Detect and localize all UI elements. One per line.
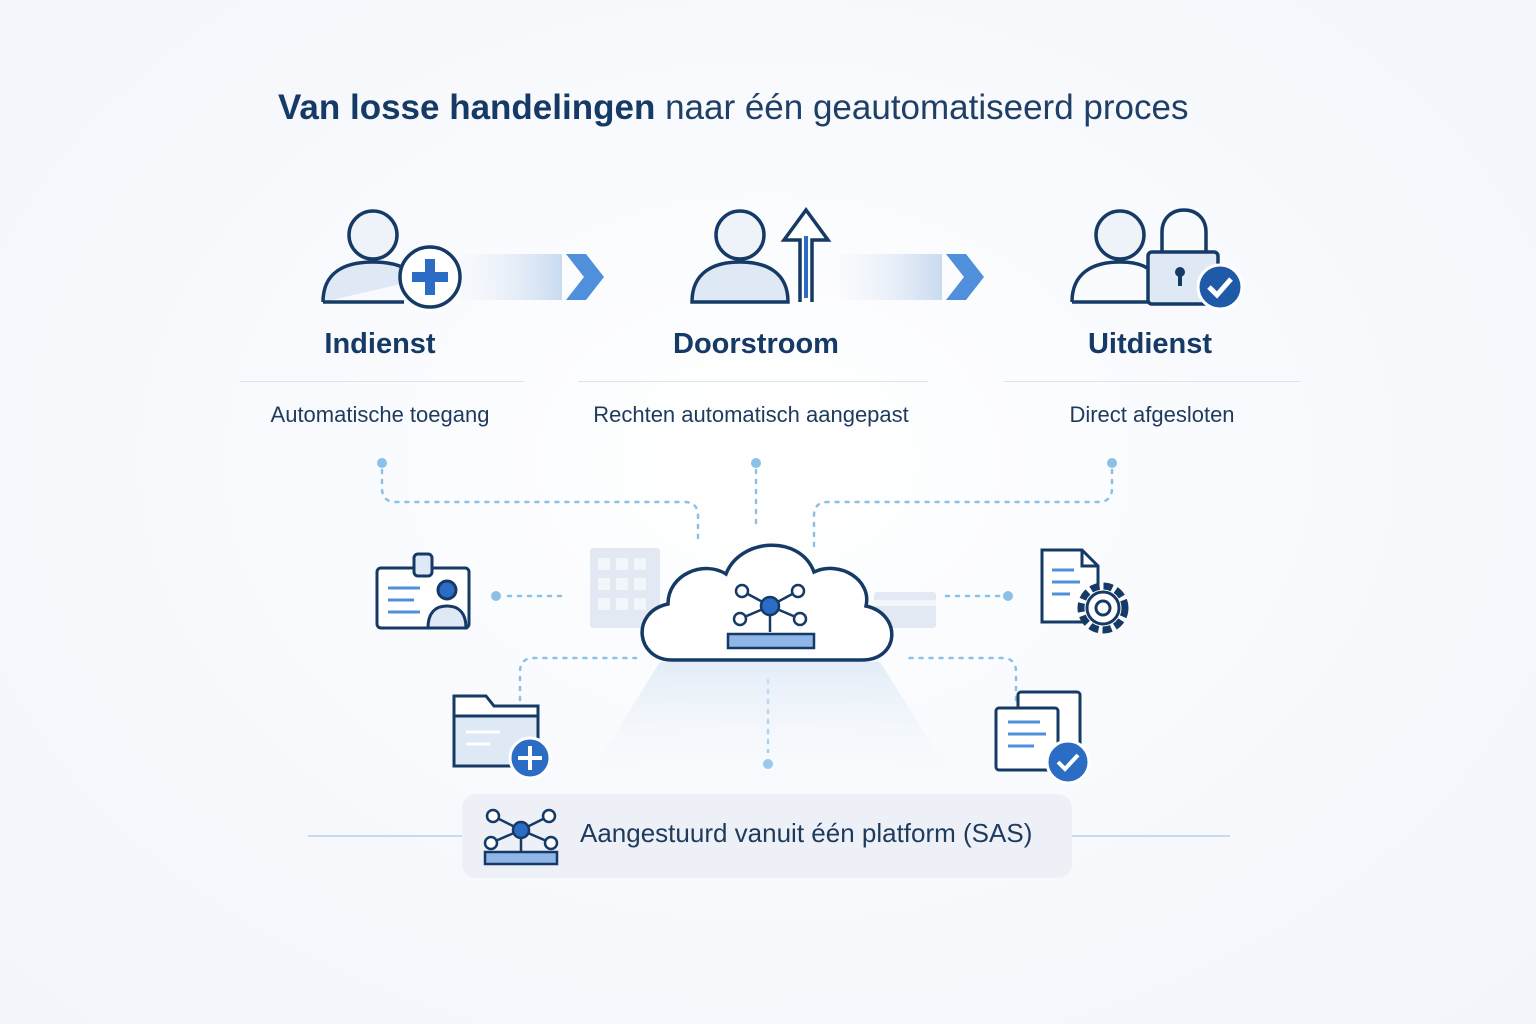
card-icon <box>874 592 936 628</box>
divider-2 <box>578 381 928 382</box>
user-lock-icon <box>1070 208 1244 311</box>
page-title: Van losse handelingen naar één geautomat… <box>278 88 1278 128</box>
building-icon <box>590 548 660 628</box>
step-title-uitdienst: Uitdienst <box>1087 328 1213 360</box>
step-desc-uitdienst: Direct afgesloten <box>1069 402 1235 427</box>
title-light-part: naar één geautomatiseerd proces <box>665 88 1189 127</box>
cloud-network-icon <box>640 543 894 662</box>
platform-box <box>462 794 1072 878</box>
document-settings-icon <box>1040 548 1129 634</box>
step-desc-doorstroom: Rechten automatisch aangepast <box>593 402 909 427</box>
step-title-indienst: Indienst <box>324 328 436 360</box>
cloud-beam <box>580 662 960 790</box>
document-check-icon <box>994 690 1091 785</box>
divider-1 <box>240 381 524 382</box>
user-add-icon <box>321 209 462 309</box>
folder-add-icon <box>452 694 552 780</box>
id-badge-icon <box>375 552 471 630</box>
flow-arrow-1 <box>460 254 604 300</box>
flow-arrow-2 <box>840 254 984 300</box>
step-title-doorstroom: Doorstroom <box>673 328 839 360</box>
user-upgrade-icon <box>690 207 832 304</box>
title-bold-part: Van losse handelingen <box>278 88 656 127</box>
platform-label: Aangestuurd vanuit één platform (SAS) <box>580 818 1033 848</box>
step-desc-indienst: Automatische toegang <box>270 402 490 427</box>
divider-3 <box>1004 381 1300 382</box>
